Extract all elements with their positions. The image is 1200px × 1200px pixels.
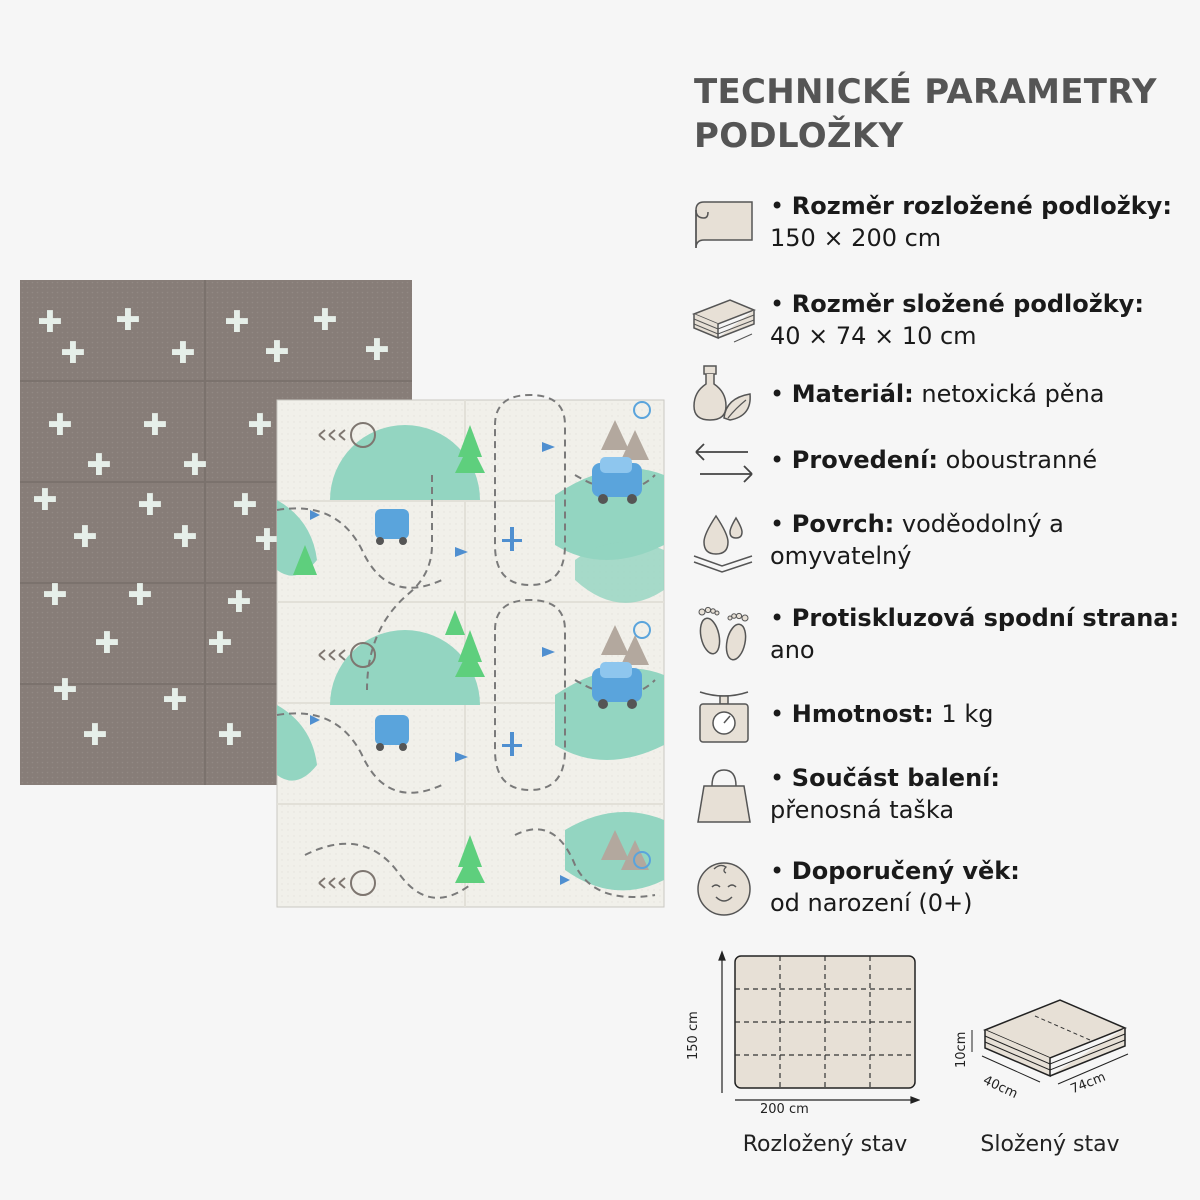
spec-label: Hmotnost: [791,700,934,728]
spec-value: přenosná taška [770,796,955,824]
svg-text:✚: ✚ [182,448,207,483]
spec-value: 40 × 74 × 10 cm [770,322,977,350]
svg-text:✚: ✚ [312,303,337,338]
unfolded-height-label: 150 cm [686,1011,701,1060]
bag-icon [697,769,751,823]
svg-text:✚: ✚ [82,718,107,753]
svg-text:✚: ✚ [364,333,389,368]
spec-value: 1 kg [941,700,994,728]
svg-text:✚: ✚ [207,626,232,661]
spec-label: Provedení: [791,446,938,474]
svg-text:✚: ✚ [247,408,272,443]
spec-material: • Materiál: netoxická pěna [690,362,1190,432]
svg-text:✚: ✚ [115,303,140,338]
spec-weight: • Hmotnost: 1 kg [690,680,1190,750]
spec-label: Rozměr složené podložky: [791,290,1144,318]
spec-folded-size: • Rozměr složené podložky:40 × 74 × 10 c… [690,288,1190,358]
spec-design: • Provedení: oboustranné [690,430,1190,500]
material-leaf-icon [693,365,751,421]
svg-text:✚: ✚ [142,408,167,443]
car-icon [375,715,409,751]
spec-label: Součást balení: [791,764,1000,792]
unfolded-width-label: 200 cm [760,1102,809,1117]
spec-surface: • Povrch: voděodolný a omyvatelný [690,508,1190,578]
car-icon [592,457,642,504]
spec-label: Povrch: [791,510,895,538]
scale-icon [699,691,749,743]
svg-text:✚: ✚ [217,718,242,753]
svg-text:✚: ✚ [47,408,72,443]
svg-text:✚: ✚ [60,336,85,371]
folded-mat-icon [691,299,757,343]
svg-text:✚: ✚ [172,520,197,555]
baby-face-icon [697,862,751,916]
spec-anti-slip: • Protiskluzová spodní strana: ano [690,602,1190,672]
spec-value: od narození (0+) [770,889,973,917]
spec-label: Rozměr rozložené podložky: [791,192,1172,220]
svg-text:✚: ✚ [37,305,62,340]
car-icon [592,662,642,709]
svg-text:✚: ✚ [127,578,152,613]
svg-text:✚: ✚ [137,488,162,523]
folded-diagram [971,999,1129,1085]
unfolded-diagram [718,950,920,1104]
svg-text:✚: ✚ [224,305,249,340]
spec-label: Protiskluzová spodní strana: [791,604,1180,632]
spec-value: 150 × 200 cm [770,224,942,252]
svg-text:✚: ✚ [86,448,111,483]
svg-text:✚: ✚ [162,683,187,718]
svg-text:✚: ✚ [232,488,257,523]
svg-text:✚: ✚ [42,578,67,613]
svg-text:✚: ✚ [226,585,251,620]
svg-text:✚: ✚ [264,335,289,370]
spec-age: • Doporučený věk:od narození (0+) [690,855,1190,925]
rolled-mat-icon [695,201,753,249]
spec-unfolded-size: • Rozměr rozložené podložky:150 × 200 cm [690,190,1190,260]
page-title: TECHNICKÉ PARAMETRY PODLOŽKY [694,72,1157,156]
double-arrow-icon [695,443,753,483]
svg-text:✚: ✚ [72,520,97,555]
svg-text:✚: ✚ [94,626,119,661]
folded-height-label: 10cm [954,1031,969,1068]
car-icon [375,509,409,545]
svg-text:✚: ✚ [52,673,77,708]
svg-text:✚: ✚ [32,483,57,518]
spec-value: oboustranné [945,446,1098,474]
mat-front-side [276,393,665,908]
svg-text:✚: ✚ [254,523,279,558]
footprints-icon [698,606,749,661]
spec-label: Doporučený věk: [791,857,1020,885]
svg-text:✚: ✚ [170,336,195,371]
water-drops-icon [693,514,753,573]
spec-package: • Součást balení:přenosná taška [690,762,1190,832]
spec-label: Materiál: [791,380,914,408]
mat-photo: ✚✚✚✚ ✚✚✚✚ ✚✚✚ ✚✚ ✚✚✚ ✚✚✚ ✚✚✚ ✚✚ ✚✚ ✚✚ [20,280,665,908]
spec-value: netoxická pěna [921,380,1105,408]
folded-caption: Složený stav [980,1132,1120,1157]
spec-value: ano [770,636,815,664]
spec-value: voděodolný a omyvatelný [770,510,1064,570]
unfolded-caption: Rozložený stav [742,1132,908,1157]
